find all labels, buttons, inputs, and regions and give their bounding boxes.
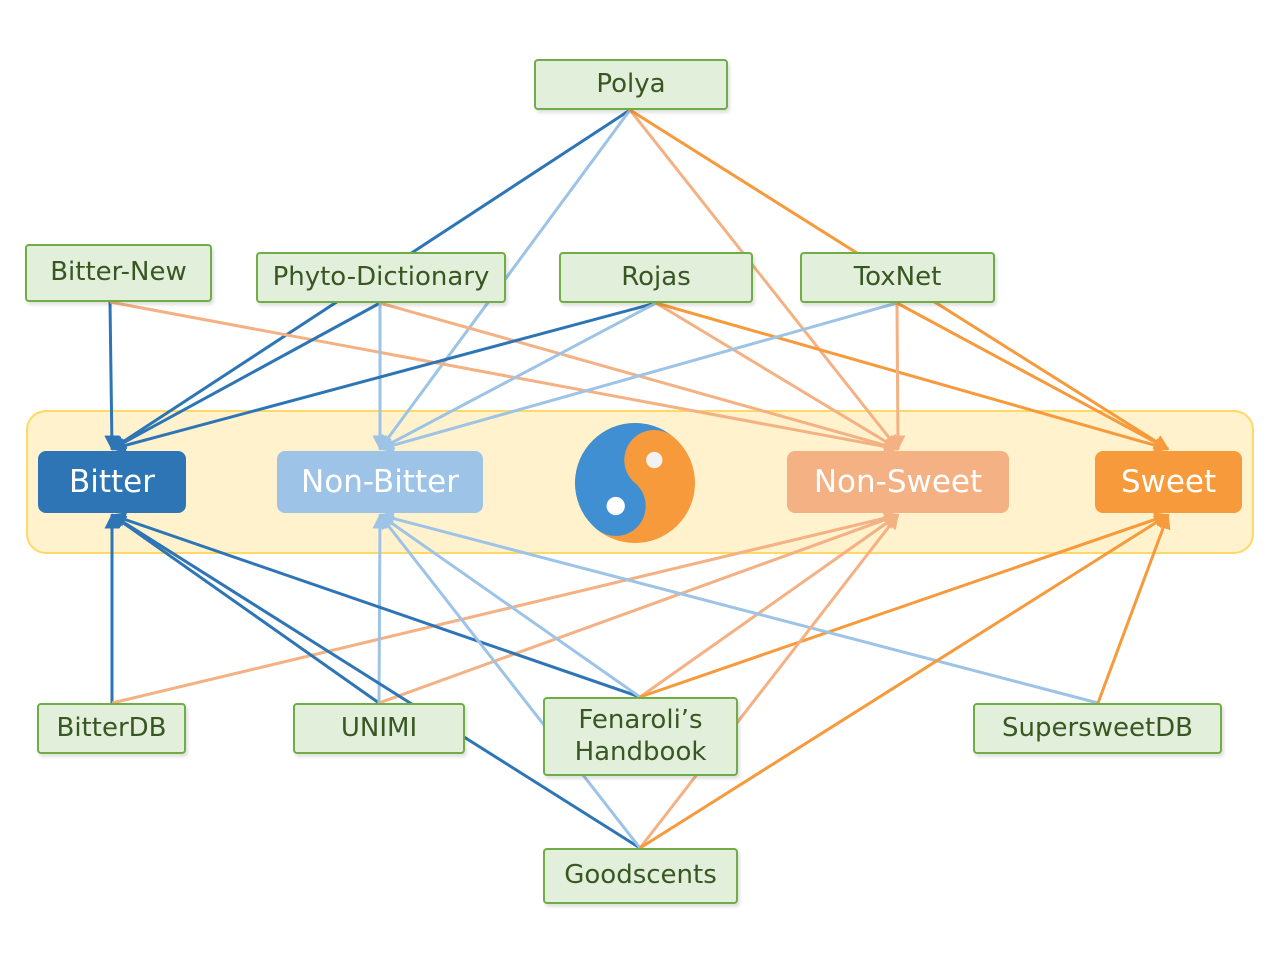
edge-unimi-to-non-sweet [378, 512, 900, 705]
source-phyto-dictionary: Phyto-Dictionary [256, 252, 506, 303]
edge-polya-to-non-sweet [628, 109, 900, 451]
class-bitter: Bitter [38, 451, 186, 513]
source-goodscents: Goodscents [543, 848, 738, 904]
edge-fenaroli-to-non-bitter [378, 513, 641, 699]
edge-unimi-to-bitter [110, 513, 380, 705]
source-toxnet: ToxNet [800, 252, 995, 303]
edge-fenaroli-to-non-sweet [639, 513, 900, 699]
source-unimi: UNIMI [293, 703, 465, 754]
edge-goodscents-to-non-sweet [638, 513, 900, 849]
edge-fenaroli-to-sweet [639, 512, 1170, 699]
edge-rojas-to-bitter [110, 301, 657, 453]
edge-bitterdb-to-non-sweet [111, 510, 900, 705]
edge-unimi-to-non-bitter [372, 513, 388, 704]
edge-rojas-to-non-sweet [655, 301, 900, 451]
source-rojas: Rojas [559, 252, 753, 303]
edge-bitter-new-to-bitter [104, 301, 120, 451]
source-fenaroli-handbook: Fenaroli’s Handbook [543, 697, 738, 776]
source-polya: Polya [534, 59, 728, 110]
edge-goodscents-to-bitter [110, 513, 641, 850]
edge-rojas-to-non-bitter [378, 301, 657, 451]
class-sweet: Sweet [1095, 451, 1242, 513]
source-fenaroli-line2: Handbook [574, 736, 707, 767]
source-fenaroli-line1: Fenaroli’s [578, 705, 703, 736]
source-bitter-new: Bitter-New [25, 244, 212, 302]
edge-goodscents-to-non-bitter [378, 513, 642, 849]
edge-bitter-new-to-non-sweet [109, 300, 900, 454]
edge-goodscents-to-sweet [639, 513, 1170, 850]
class-non-bitter: Non-Bitter [277, 451, 483, 513]
edge-rojas-to-sweet [655, 301, 1170, 453]
source-supersweetdb: SupersweetDB [973, 703, 1222, 754]
yin-yang-icon [575, 423, 695, 543]
edge-toxnet-to-non-sweet [890, 302, 906, 451]
edge-phyto-dictionary-to-bitter [110, 301, 381, 451]
class-non-sweet: Non-Sweet [787, 451, 1009, 513]
edge-toxnet-to-sweet [896, 301, 1170, 451]
edge-supersweetdb-to-non-bitter [378, 511, 1099, 705]
source-bitterdb: BitterDB [37, 703, 186, 754]
edge-fenaroli-to-bitter [110, 512, 641, 699]
edge-supersweetdb-to-sweet [1096, 513, 1171, 704]
edge-toxnet-to-non-bitter [378, 301, 898, 453]
